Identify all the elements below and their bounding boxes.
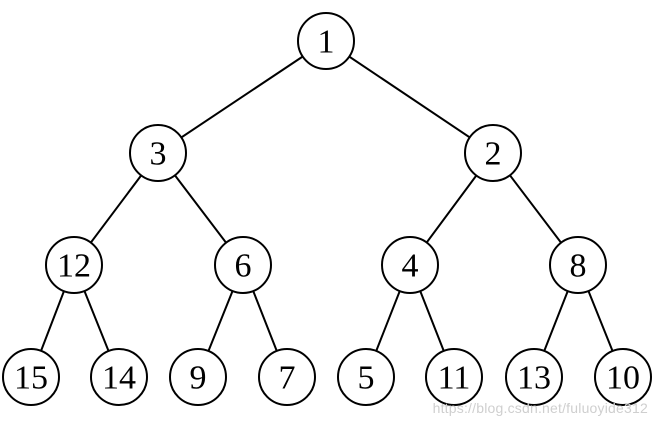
tree-node-label: 1: [318, 24, 335, 61]
tree-node-15: 15: [2, 348, 60, 406]
tree-node-label: 11: [438, 360, 471, 397]
tree-node-7: 7: [258, 348, 316, 406]
tree-node-13: 13: [505, 348, 563, 406]
tree-node-label: 5: [358, 360, 375, 397]
tree-node-circle: [129, 124, 187, 182]
tree-node-label: 8: [570, 248, 587, 285]
tree-node-circle: [214, 236, 272, 294]
tree-node-10: 10: [594, 348, 652, 406]
tree-node-label: 12: [57, 248, 91, 285]
tree-node-circle: [297, 12, 355, 70]
tree-node-4: 4: [381, 236, 439, 294]
tree-node-label: 14: [102, 360, 136, 397]
tree-node-circle: [464, 124, 522, 182]
tree-node-label: 4: [402, 248, 419, 285]
tree-edge-n1-n2: [325, 40, 494, 154]
tree-node-circle: [337, 348, 395, 406]
tree-node-8: 8: [549, 236, 607, 294]
tree-node-12: 12: [45, 236, 103, 294]
tree-node-circle: [549, 236, 607, 294]
tree-node-label: 9: [190, 360, 207, 397]
tree-node-14: 14: [90, 348, 148, 406]
tree-edges: [30, 40, 624, 378]
tree-node-circle: [381, 236, 439, 294]
tree-node-label: 15: [14, 360, 48, 397]
tree-node-circle: [45, 236, 103, 294]
tree-node-label: 2: [485, 136, 502, 173]
tree-node-label: 10: [606, 360, 640, 397]
tree-node-label: 7: [279, 360, 296, 397]
tree-node-label: 3: [150, 136, 167, 173]
tree-node-6: 6: [214, 236, 272, 294]
tree-node-label: 6: [235, 248, 252, 285]
tree-node-circle: [594, 348, 652, 406]
tree-edge-n1-n3: [157, 40, 327, 154]
watermark-text: https://blog.csdn.net/fuluoyide312: [432, 400, 648, 416]
tree-node-label: 13: [517, 360, 551, 397]
tree-node-circle: [169, 348, 227, 406]
tree-node-circle: [258, 348, 316, 406]
tree-node-circle: [505, 348, 563, 406]
tree-node-5: 5: [337, 348, 395, 406]
tree-node-3: 3: [129, 124, 187, 182]
tree-node-circle: [90, 348, 148, 406]
tree-node-2: 2: [464, 124, 522, 182]
tree-node-1: 1: [297, 12, 355, 70]
tree-node-circle: [2, 348, 60, 406]
tree-node-9: 9: [169, 348, 227, 406]
tree-node-circle: [425, 348, 483, 406]
tree-node-11: 11: [425, 348, 483, 406]
